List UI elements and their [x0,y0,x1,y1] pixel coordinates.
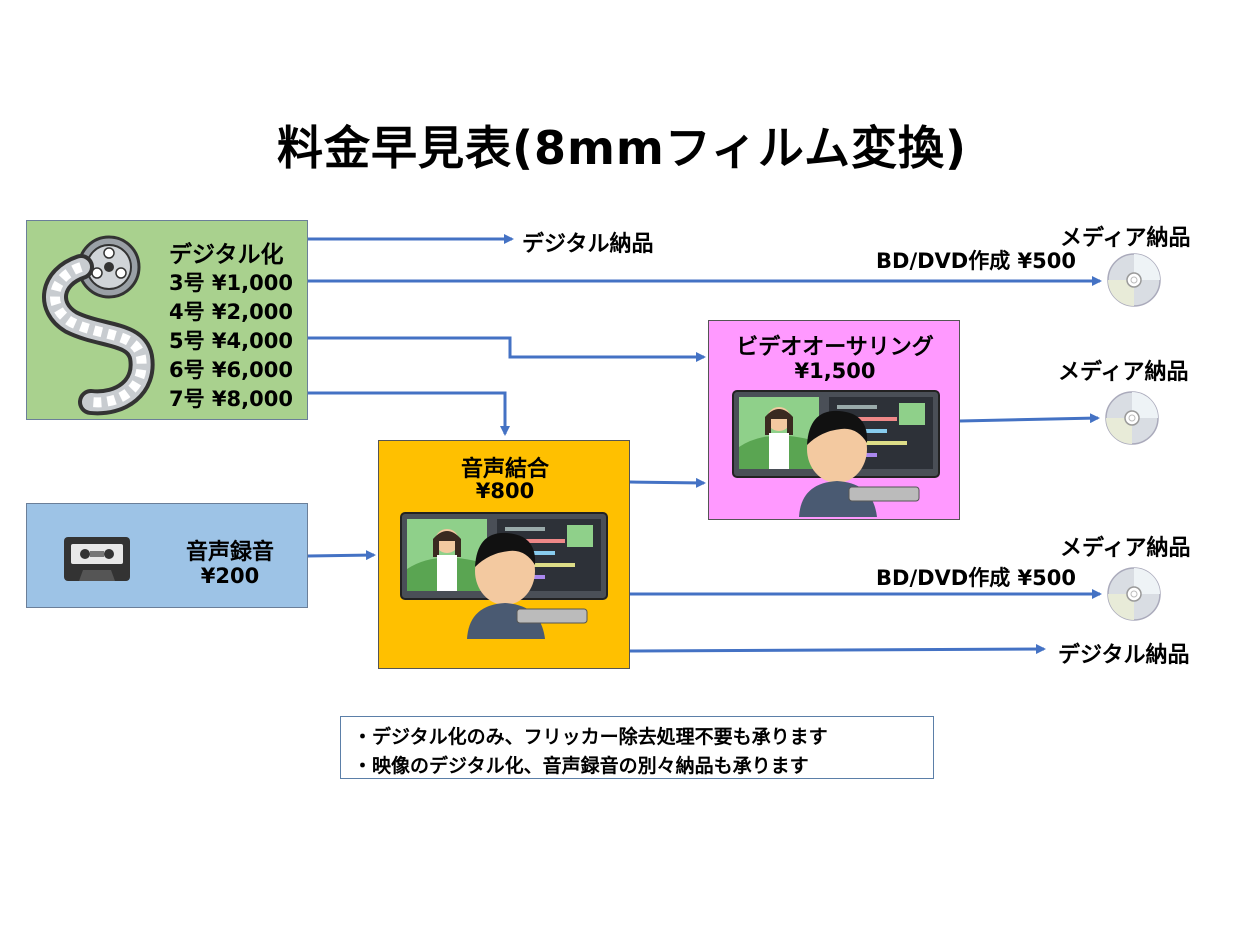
audio-record-box: 音声録音 ¥200 [26,503,308,608]
video-editor-person-icon [400,512,608,639]
audio-price: ¥200 [200,564,260,588]
label-media-delivery-2: メディア納品 [1058,360,1189,385]
label-bd-dvd-1: BD/DVD作成 ¥500 [876,249,1076,273]
arrow-film-to-authoring [308,336,706,362]
label-digital-delivery-2: デジタル納品 [1058,643,1190,668]
label-bd-dvd-2: BD/DVD作成 ¥500 [876,566,1076,590]
film-price-7: 7号 ¥8,000 [169,387,293,411]
label-media-delivery-1: メディア納品 [1060,226,1191,251]
cassette-tape-icon [64,537,130,581]
label-media-delivery-3: メディア納品 [1060,536,1191,561]
arrow-authoring-to-media [959,413,1100,424]
page-title: 料金早見表(8mmフィルム変換) [276,121,968,175]
arrow-merge-to-digital [629,644,1046,655]
merge-heading: 音声結合 [460,457,549,482]
arrow-merge-to-authoring [629,477,706,488]
video-authoring-box: ビデオオーサリング ¥1,500 [708,320,960,520]
authoring-heading: ビデオオーサリング [736,335,934,360]
disc-icon-1 [1107,253,1161,307]
authoring-price: ¥1,500 [794,359,876,383]
merge-price: ¥800 [475,479,535,503]
disc-icon-2 [1105,391,1159,445]
video-editor-person-icon [732,390,940,517]
disc-icon-3 [1107,567,1161,621]
label-digital-delivery-1: デジタル納品 [522,232,654,257]
film-price-5: 5号 ¥4,000 [169,329,293,353]
film-price-6: 6号 ¥6,000 [169,358,293,382]
film-price-4: 4号 ¥2,000 [169,300,293,324]
arrow-audio-to-merge [307,550,376,561]
note-line-2: ・映像のデジタル化、音声録音の別々納品も承ります [353,755,809,777]
notes-box: ・デジタル化のみ、フリッカー除去処理不要も承ります ・映像のデジタル化、音声録音… [340,716,934,779]
audio-merge-box: 音声結合 ¥800 [378,440,630,669]
film-reel-icon [42,235,155,416]
film-heading: デジタル化 [169,242,284,268]
film-price-3: 3号 ¥1,000 [169,271,293,295]
arrow-film-to-merge [308,391,510,436]
audio-heading: 音声録音 [185,540,274,565]
film-digitize-box: デジタル化 3号 ¥1,000 4号 ¥2,000 5号 ¥4,000 6号 ¥… [26,220,308,420]
note-line-1: ・デジタル化のみ、フリッカー除去処理不要も承ります [353,726,828,748]
